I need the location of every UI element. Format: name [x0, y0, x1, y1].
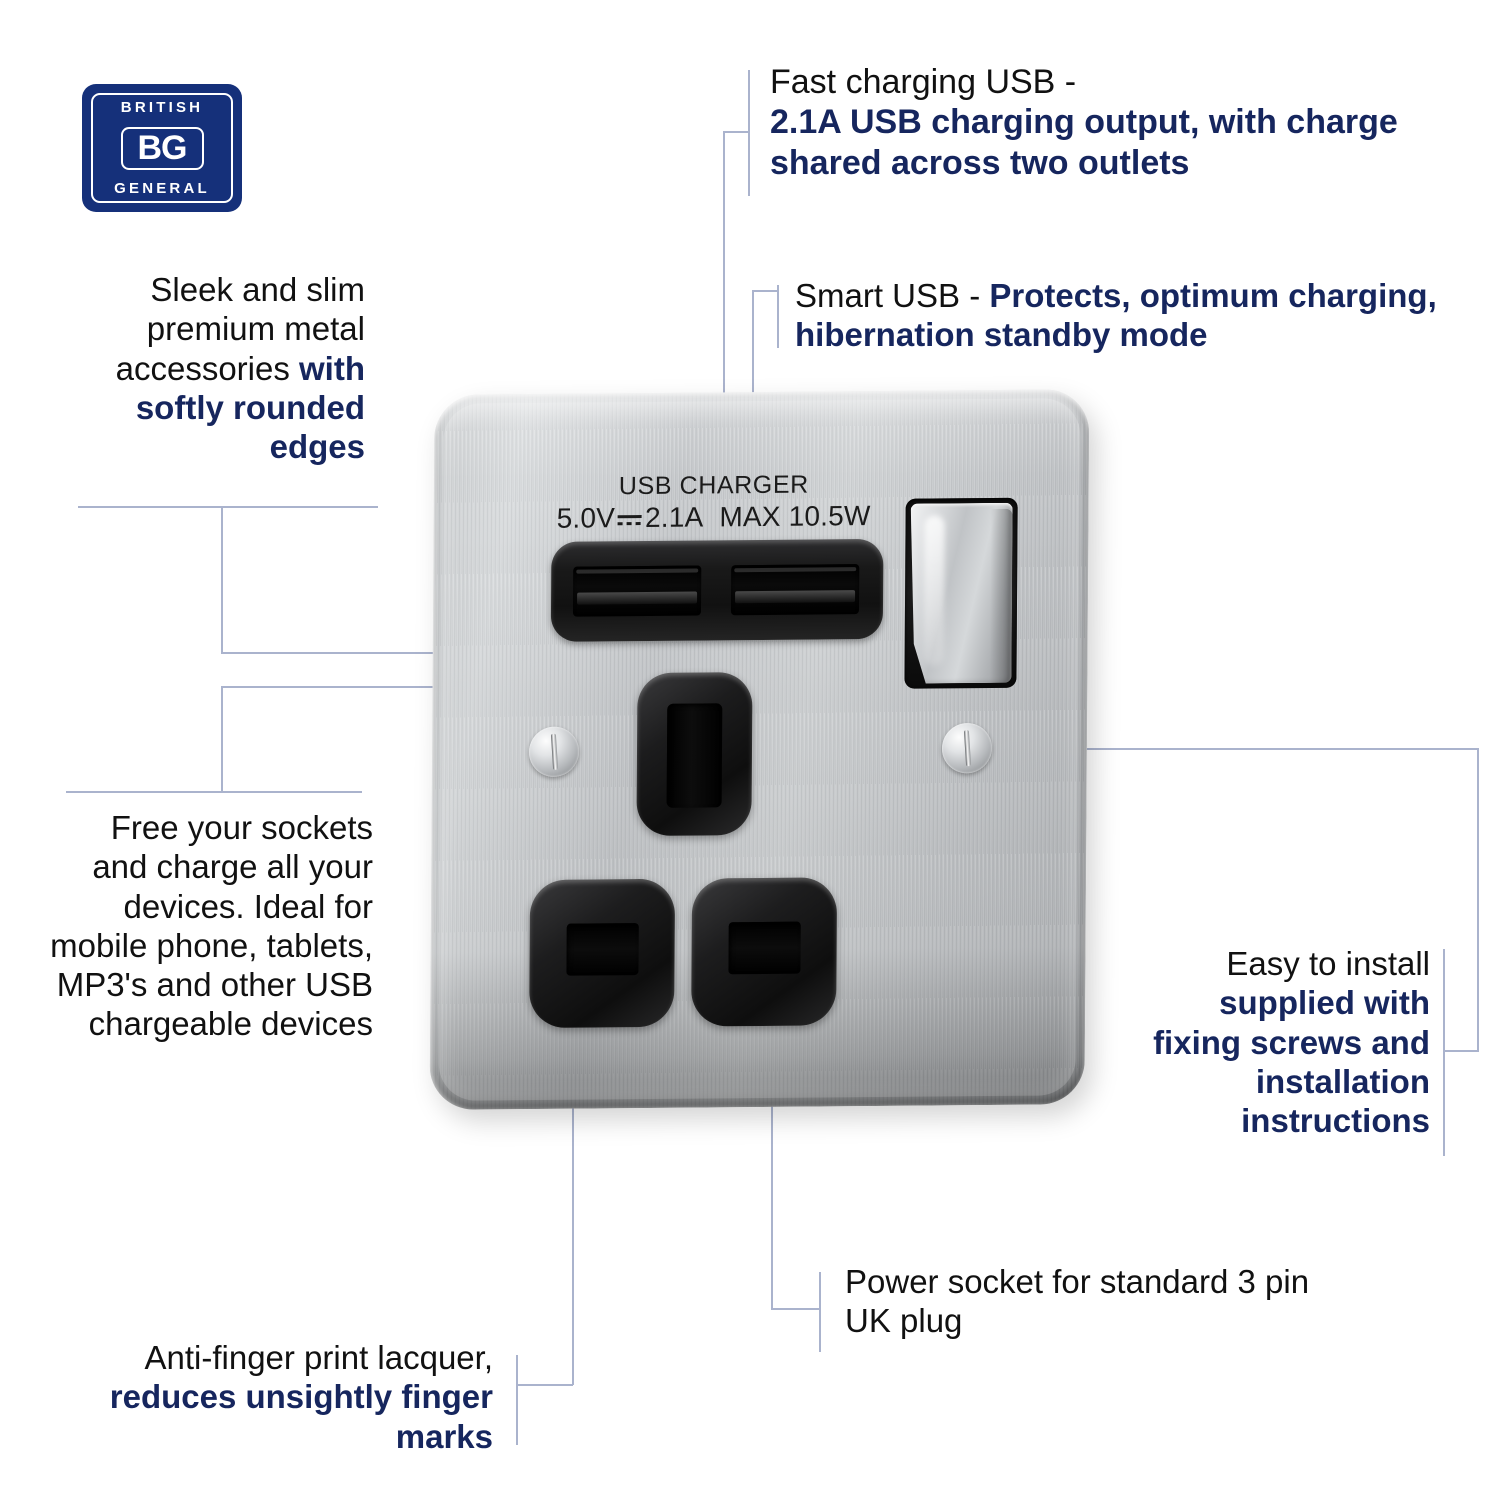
earth-pin-hole	[666, 703, 723, 808]
leader-line-free-b	[221, 686, 223, 792]
callout-power-socket: Power socket for standard 3 pin UK plug	[845, 1262, 1325, 1341]
usb-port-housing	[550, 538, 884, 642]
usb-port-left-tongue	[577, 591, 698, 605]
dc-power-icon	[617, 511, 643, 528]
leader-line-easy-d	[1443, 949, 1445, 1156]
rocker-switch-edge-shadow	[989, 509, 1012, 684]
logo-bg-box: BG	[120, 126, 204, 170]
callout-easy-install-normal: Easy to install	[1226, 945, 1430, 982]
callout-free-sockets-normal: Free your sockets and charge all your de…	[50, 809, 373, 1043]
usb-port-right[interactable]	[730, 564, 860, 616]
leader-line-smart-usb-d	[777, 290, 779, 348]
callout-free-sockets: Free your sockets and charge all your de…	[48, 808, 373, 1044]
neutral-pin-socket[interactable]	[529, 878, 676, 1029]
logo-top-word: BRITISH	[120, 99, 204, 116]
callout-easy-install-bold: supplied with fixing screws and installa…	[1153, 984, 1430, 1140]
callout-fast-charging-bold: 2.1A USB charging output, with charge sh…	[770, 103, 1398, 182]
leader-line-fast-charging-a	[748, 70, 750, 132]
callout-power-socket-normal: Power socket for standard 3 pin UK plug	[845, 1263, 1310, 1340]
callout-easy-install: Easy to install supplied with fixing scr…	[1140, 944, 1430, 1140]
leader-line-free-c	[66, 791, 362, 793]
leader-line-fast-charging-d	[748, 132, 750, 196]
logo-inner-frame: BRITISH BG GENERAL	[91, 93, 233, 203]
leader-line-power-a	[771, 958, 773, 1310]
usb-port-right-tongue	[735, 590, 856, 604]
leader-line-anti-a	[572, 987, 574, 1385]
leader-line-sleek-c	[221, 652, 466, 654]
callout-smart-usb-normal: Smart USB -	[795, 277, 990, 314]
callout-anti-finger-print: Anti-finger print lacquer, reduces unsig…	[58, 1338, 493, 1456]
callout-smart-usb-bold: Protects, optimum charging, hibernation …	[795, 277, 1437, 354]
leader-line-anti-b	[516, 1384, 573, 1386]
usb-charger-legend: USB CHARGER 5.0V 2.1A MAX 10.5W	[504, 469, 924, 536]
callout-smart-usb: Smart USB - Protects, optimum charging, …	[795, 276, 1475, 355]
callout-sleek-normal: Sleek and slim premium metal accessories	[115, 271, 365, 387]
leader-line-fast-charging-b	[723, 131, 750, 133]
usb-watts: MAX 10.5W	[719, 500, 871, 533]
callout-fast-charging: Fast charging USB - 2.1A USB charging ou…	[770, 62, 1410, 183]
live-pin-hole	[728, 921, 801, 975]
leader-line-smart-usb-b	[752, 290, 778, 292]
leader-line-easy-b	[1477, 748, 1479, 1051]
rocker-switch[interactable]	[909, 503, 1012, 684]
callout-fast-charging-normal: Fast charging USB -	[770, 63, 1077, 101]
rocker-switch-recess	[904, 497, 1018, 689]
leader-line-power-b	[771, 1308, 821, 1310]
usb-port-right-shine	[734, 567, 857, 573]
usb-port-left[interactable]	[572, 565, 702, 617]
leader-line-anti-c	[516, 1355, 518, 1445]
usb-charger-label: USB CHARGER	[618, 470, 809, 501]
screw-slot-left	[550, 733, 558, 770]
fixing-screw-right-icon	[941, 722, 993, 774]
callout-anti-finger-normal: Anti-finger print lacquer,	[144, 1339, 493, 1376]
callout-sleek-bold: with softly rounded edges	[135, 349, 365, 466]
leader-line-sleek-b	[221, 506, 223, 653]
live-pin-socket[interactable]	[691, 877, 838, 1027]
callout-anti-finger-bold: reduces unsightly finger marks	[109, 1378, 493, 1455]
leader-line-power-c	[819, 1272, 821, 1352]
leader-line-easy-c	[1443, 1050, 1479, 1052]
screw-slot-right	[963, 730, 971, 767]
leader-line-free-a	[222, 686, 582, 688]
product-socket-image: USB CHARGER 5.0V 2.1A MAX 10.5W	[429, 389, 1090, 1110]
usb-volts: 5.0V	[556, 502, 616, 534]
neutral-pin-hole	[566, 923, 639, 976]
usb-charger-rating: 5.0V 2.1A MAX 10.5W	[504, 499, 924, 536]
leader-line-fast-charging-c	[723, 131, 725, 559]
logo-bottom-word: GENERAL	[114, 180, 210, 197]
rocker-switch-highlight	[924, 515, 945, 665]
leader-line-sleek-a	[78, 506, 378, 508]
usb-port-left-shine	[576, 568, 699, 574]
earth-pin-socket[interactable]	[636, 672, 753, 837]
british-general-logo: BRITISH BG GENERAL	[82, 84, 242, 212]
callout-sleek-slim: Sleek and slim premium metal accessories…	[60, 270, 365, 466]
leader-line-easy-a	[1002, 748, 1479, 750]
usb-amps: 2.1A	[644, 501, 704, 533]
faceplate-surface: USB CHARGER 5.0V 2.1A MAX 10.5W	[430, 389, 1090, 1110]
fixing-screw-left-icon	[528, 726, 580, 778]
logo-bg-word: BG	[137, 128, 188, 167]
